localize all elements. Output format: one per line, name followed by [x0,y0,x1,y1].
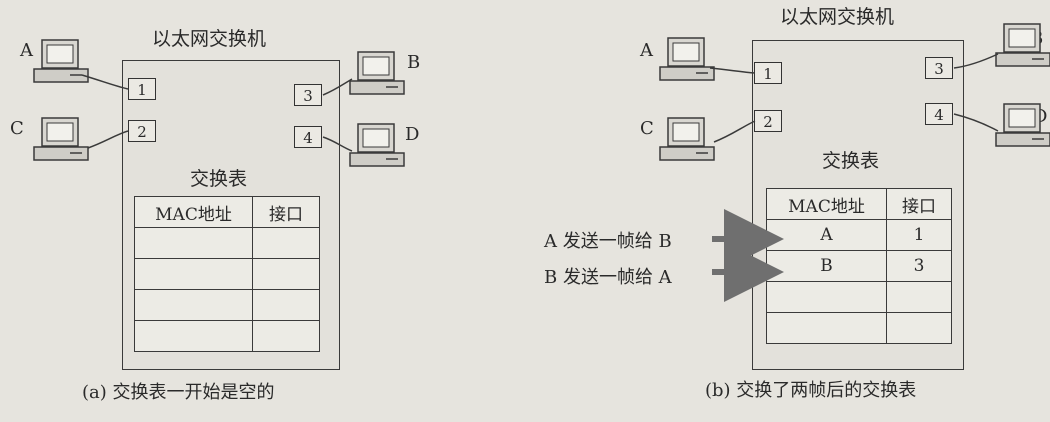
computer-icon [33,117,89,161]
port-1-b: 1 [754,62,782,84]
cables-a [81,74,353,152]
cell-port [252,258,320,290]
table-row [134,320,320,352]
table-header-row: MAC地址 接口 [134,196,320,228]
host-label-b: B [407,52,421,73]
arrow-label-b-to-a: B 发送一帧给 A [544,267,672,288]
host-label-a: A [20,40,33,61]
mac-table-a: MAC地址 接口 [134,196,320,352]
cell-mac [134,258,253,290]
cell-mac [134,320,253,352]
switch-title-a: 以太网交换机 [152,28,267,50]
table-title-b: 交换表 [822,150,880,172]
table-row [134,227,320,259]
table-row [134,289,320,321]
computer-icon [349,51,405,95]
table-header-row: MAC地址 接口 [766,188,952,220]
header-port: 接口 [886,188,952,220]
table-row [766,281,952,313]
cell-mac [134,227,253,259]
port-2-a: 2 [128,120,156,142]
computer-icon [349,123,405,167]
port-4-a: 4 [294,126,322,148]
port-2-b: 2 [754,110,782,132]
port-1-a: 1 [128,78,156,100]
port-3-b: 3 [925,57,953,79]
table-title-a: 交换表 [190,168,248,190]
computer-icon [659,117,715,161]
host-label-a: A [640,40,653,61]
cell-port: 1 [886,219,952,251]
cell-port [886,281,952,313]
host-label-d: D [405,124,420,145]
computer-icon [995,23,1050,67]
header-port: 接口 [252,196,320,228]
port-3-a: 3 [294,84,322,106]
switch-title-b: 以太网交换机 [780,6,895,28]
port-4-b: 4 [925,103,953,125]
computer-icon [995,103,1050,147]
header-mac: MAC地址 [766,188,887,220]
arrow-label-a-to-b: A 发送一帧给 B [544,231,672,252]
cables-b [709,53,999,143]
cell-port [886,312,952,344]
cell-port [252,289,320,321]
caption-a: (a) 交换表一开始是空的 [82,382,275,403]
caption-b: (b) 交换了两帧后的交换表 [705,380,917,401]
computer-icon [659,37,715,81]
table-row [766,312,952,344]
host-label-c: C [640,118,654,139]
computer-icon [33,39,89,83]
cell-port [252,320,320,352]
table-row [134,258,320,290]
cell-mac [766,312,887,344]
host-label-c: C [10,118,24,139]
